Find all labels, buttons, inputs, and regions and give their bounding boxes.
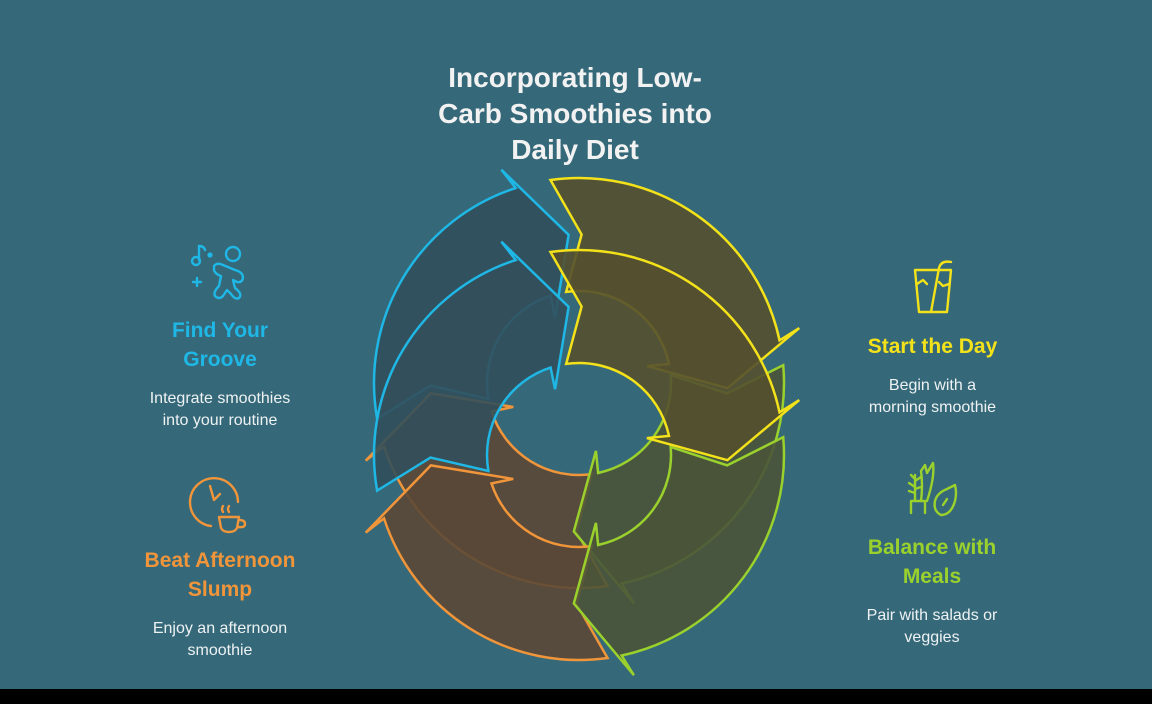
page-title: Incorporating Low- Carb Smoothies into D… [400,60,750,168]
description-line: Enjoy an afternoon [152,620,288,637]
step-heading: Start the Day [840,332,1025,361]
cycle-arrow-start-front [548,248,801,462]
dancing-person-music-icon [190,244,245,300]
description-line: Begin with a [888,377,977,394]
step-start-the-day: Start the Day Begin with a morning smoot… [840,256,1025,419]
heading-line: Start the Day [867,335,998,358]
cycle-arrow-slump-front [364,464,610,662]
description-line: into your routine [162,412,278,429]
step-heading: Balance with Meals [838,533,1026,591]
description-line: morning smoothie [868,399,997,416]
step-heading: Beat Afternoon Slump [120,546,320,604]
step-description: Pair with salads or veggies [838,605,1026,649]
plants-salad-leaf-icon [907,461,958,517]
cycle-arrow-meals-front [572,435,786,677]
heading-line: Groove [183,348,257,371]
step-description: Begin with a morning smoothie [840,375,1025,419]
step-description: Integrate smoothies into your routine [125,388,315,432]
cycle-diagram [364,168,801,677]
title-line: Daily Diet [511,134,639,165]
heading-line: Meals [902,565,962,588]
step-description: Enjoy an afternoon smoothie [120,618,320,662]
description-line: Pair with salads or [866,607,998,624]
description-line: Integrate smoothies [149,390,291,407]
description-line: smoothie [187,642,253,659]
clock-coffee-cup-icon [188,477,247,534]
smoothie-glass-straw-icon [913,260,952,314]
title-line: Incorporating Low- [448,62,702,93]
heading-line: Find Your [171,319,269,342]
step-find-your-groove: Find Your Groove Integrate smoothies int… [125,240,315,432]
step-heading: Find Your Groove [125,316,315,374]
description-line: veggies [904,629,960,646]
cycle-arrow-groove-front [372,240,570,493]
step-beat-afternoon-slump: Beat Afternoon Slump Enjoy an afternoon … [120,474,320,662]
heading-line: Beat Afternoon [144,549,296,572]
infographic-canvas: Incorporating Low- Carb Smoothies into D… [0,0,1152,689]
step-balance-with-meals: Balance with Meals Pair with salads or v… [838,457,1026,649]
bottom-bar [0,689,1152,704]
title-line: Carb Smoothies into [438,98,712,129]
heading-line: Balance with [867,536,997,559]
heading-line: Slump [187,578,253,601]
